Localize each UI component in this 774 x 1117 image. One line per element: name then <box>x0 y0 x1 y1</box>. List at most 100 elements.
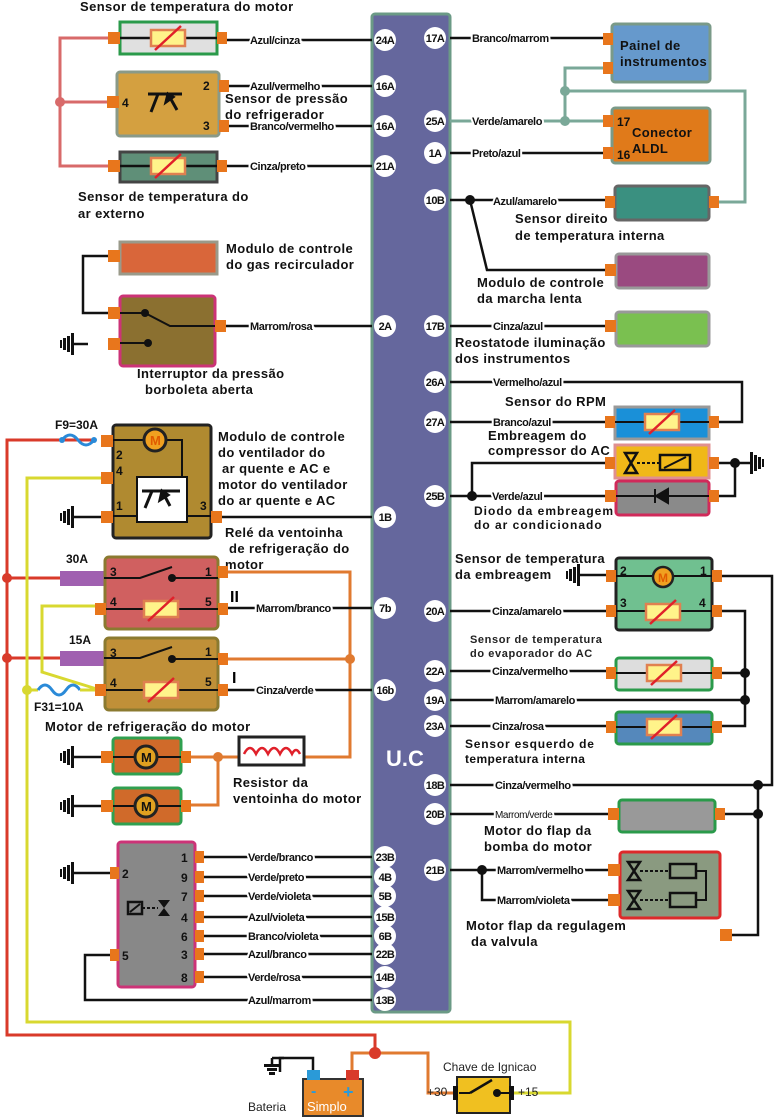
ecu-pin-right: 17B <box>424 315 446 337</box>
svg-text:M: M <box>141 799 152 814</box>
fan-relay-title: motor <box>225 557 264 572</box>
motor-icon <box>133 744 159 770</box>
egr-control-module[interactable] <box>108 240 219 276</box>
wire-label: Verde/azul <box>492 491 543 503</box>
evaporator-temp-sensor[interactable] <box>606 656 722 692</box>
thermistor-icon <box>149 152 187 180</box>
valve-flap-title: Motor flap da regulagem <box>466 918 626 933</box>
fan-relay-low[interactable]: 3 1 4 5 <box>95 636 228 712</box>
fan-resistor-title: ventoinha do motor <box>233 791 362 806</box>
ground-icon <box>264 1058 280 1075</box>
ignition-switch[interactable] <box>453 1076 514 1114</box>
ecu-pin-right: 20A <box>424 600 446 622</box>
left-sensor-title: temperatura interna <box>465 752 585 766</box>
svg-text:26A: 26A <box>426 377 445 389</box>
svg-text:21A: 21A <box>376 161 395 173</box>
wire-label: Cinza/vermelho <box>492 666 568 678</box>
thermistor-icon <box>645 713 683 741</box>
instrument-dimmer[interactable] <box>605 310 711 348</box>
svg-text:16A: 16A <box>376 121 395 133</box>
motor-icon <box>651 565 675 589</box>
clutch-temp-sensor[interactable]: M 2 1 3 4 <box>606 556 722 632</box>
diode-icon <box>654 487 669 505</box>
valve-flap-motor[interactable] <box>608 850 732 941</box>
valve-control-module[interactable]: 2 5 <box>110 840 197 989</box>
svg-text:4: 4 <box>110 595 117 609</box>
svg-text:Conector: Conector <box>632 125 692 140</box>
fuse-icon <box>60 571 104 586</box>
instrument-panel[interactable]: Painel de instrumentos <box>603 22 712 84</box>
valve-icon <box>622 451 640 475</box>
refrigerant-pressure-sensor[interactable]: 2 4 3 <box>107 70 229 138</box>
relay-coil-icon <box>142 595 180 623</box>
wire-label: Cinza/azul <box>493 321 543 333</box>
ground-icon <box>58 793 90 819</box>
wire-label: Cinza/vermelho <box>495 780 571 792</box>
ac-compressor-clutch[interactable] <box>605 443 719 480</box>
svg-text:1B: 1B <box>379 512 393 524</box>
aldl-connector[interactable]: 17 16 Conector ALDL <box>603 106 712 165</box>
svg-text:-: - <box>311 1083 316 1100</box>
thermistor-icon <box>149 24 187 52</box>
wire-label: Branco/marrom <box>472 33 549 45</box>
wire-label: Branco/violeta <box>248 931 319 943</box>
pressure-sensor-title: Sensor de pressão <box>225 91 348 106</box>
wire-label: Verde/rosa <box>248 972 302 984</box>
wire-label: Azul/violeta <box>248 912 306 924</box>
pump-flap-title: Motor do flap da <box>484 823 592 838</box>
svg-text:9: 9 <box>181 871 188 885</box>
pressure-switch-icon <box>148 91 182 113</box>
left-interior-temp-sensor[interactable] <box>606 710 722 746</box>
thermistor-icon <box>644 598 682 626</box>
cooling-fan-motor-2[interactable]: M <box>101 786 191 826</box>
ecu-pin-right: 10B <box>424 189 446 211</box>
ecu-pin-left: 6B <box>374 925 396 947</box>
terminal-30-label: +30 <box>427 1085 448 1099</box>
wire-label: Marrom/vermelho <box>497 865 584 877</box>
idle-module-title: da marcha lenta <box>477 291 582 306</box>
thermistor-icon <box>645 659 683 687</box>
svg-text:2: 2 <box>116 448 123 462</box>
engine-temp-sensor[interactable] <box>108 20 227 56</box>
right-sensor-title: Sensor direito <box>515 211 608 226</box>
ecu-pin-right: 26A <box>424 371 446 393</box>
battery: - + Simplo <box>302 1070 364 1117</box>
svg-text:4: 4 <box>110 676 117 690</box>
svg-text:5: 5 <box>205 595 212 609</box>
fan-relay-high[interactable]: 3 1 4 5 <box>95 555 228 631</box>
cooling-fan-motor-1[interactable]: M <box>101 736 191 776</box>
throttle-switch[interactable] <box>108 294 226 368</box>
ground-icon <box>564 562 596 588</box>
ecu-pin-left: 23B <box>374 846 396 868</box>
svg-text:M: M <box>150 433 161 448</box>
svg-text:1: 1 <box>181 851 188 865</box>
fan-resistor[interactable] <box>237 735 306 767</box>
blower-module-title: ar quente e AC e <box>222 461 331 476</box>
svg-text:6B: 6B <box>379 931 393 943</box>
svg-text:3: 3 <box>181 948 188 962</box>
fuse-icon <box>36 683 82 697</box>
outside-air-temp-sensor[interactable] <box>108 150 227 184</box>
fuse-label: 15A <box>69 633 91 647</box>
svg-text:7b: 7b <box>379 603 392 615</box>
dimmer-title: dos instrumentos <box>455 351 570 366</box>
svg-text:16A: 16A <box>376 81 395 93</box>
blower-control-module[interactable]: M 2 4 1 3 <box>101 423 222 540</box>
ignition-label: Chave de Ignicao <box>443 1060 537 1074</box>
idle-module-title: Modulo de controle <box>477 275 604 290</box>
pressure-sensor-title: do refrigerador <box>225 107 324 122</box>
throttle-switch-title: Interruptor da pressão <box>137 366 285 381</box>
ac-clutch-diode[interactable] <box>605 479 719 517</box>
right-interior-temp-sensor[interactable] <box>605 184 719 222</box>
wire-label: Vermelho/azul <box>493 377 562 389</box>
wire-label: Marrom/rosa <box>250 321 314 333</box>
battery-label: Bateria <box>248 1100 286 1114</box>
pump-flap-motor[interactable] <box>608 798 725 834</box>
idle-control-module[interactable] <box>605 252 711 290</box>
rpm-sensor[interactable] <box>605 405 719 441</box>
svg-text:M: M <box>141 750 152 765</box>
